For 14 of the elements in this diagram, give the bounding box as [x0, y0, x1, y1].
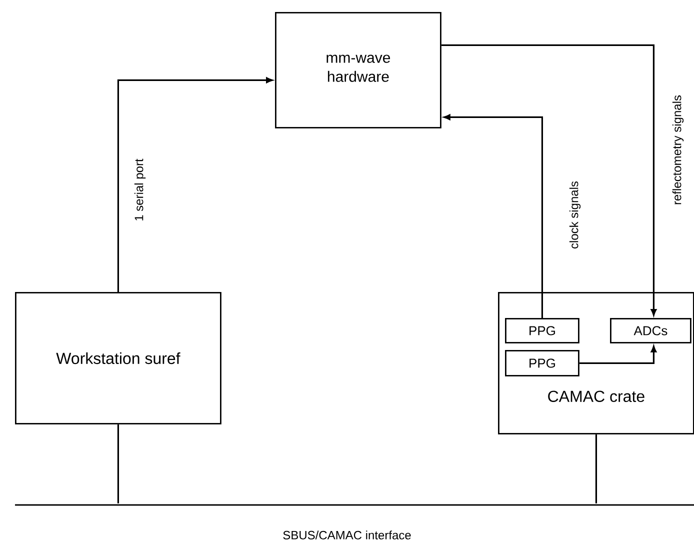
- arrow: [444, 114, 543, 318]
- module-box: PPG: [505, 350, 580, 376]
- module-box: PPG: [505, 318, 580, 344]
- workstation-box: Workstation suref: [15, 292, 222, 424]
- edge-label: reflectometry signals: [672, 95, 684, 204]
- arrow: [441, 44, 657, 316]
- arrow: [117, 77, 273, 292]
- bus-line: [15, 504, 694, 506]
- edge-label: 1 serial port: [134, 158, 146, 220]
- arrow: [579, 346, 657, 364]
- hardware-box: mm-wave hardware: [275, 12, 442, 128]
- module-box: ADCs: [610, 318, 692, 344]
- bus-label: SBUS/CAMAC interface: [283, 530, 411, 540]
- edge-label: clock signals: [569, 181, 581, 248]
